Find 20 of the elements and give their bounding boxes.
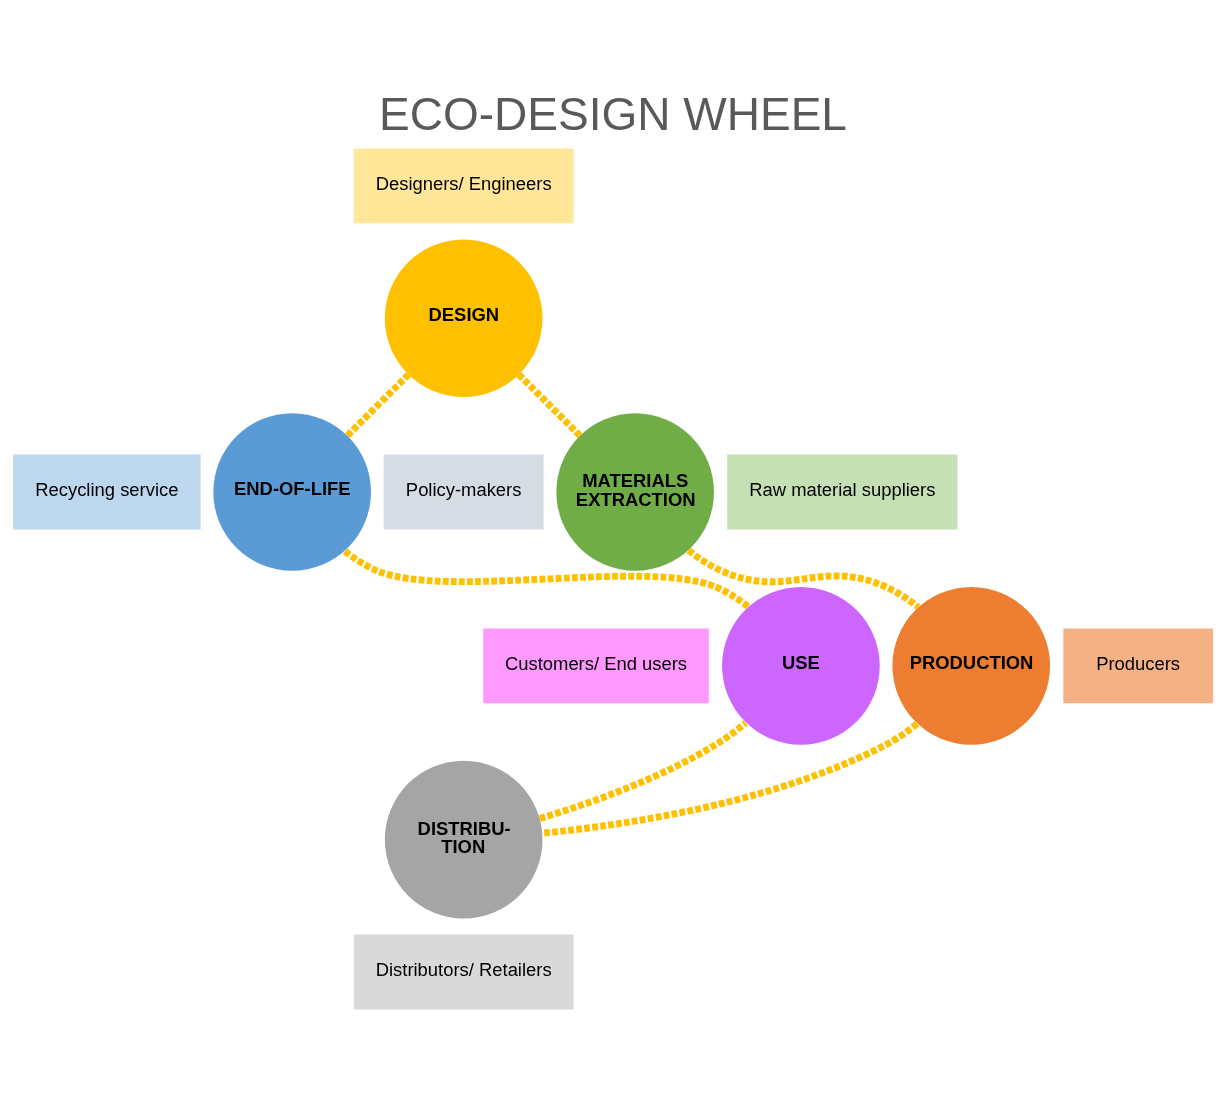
- node-circle: DESIGN: [384, 238, 543, 397]
- connector: [542, 720, 920, 837]
- node-circle: USE: [722, 586, 880, 745]
- node-circle: MATERIALS EXTRACTION: [556, 412, 714, 571]
- node-box: Customers/ End users: [483, 627, 709, 703]
- connector: [686, 547, 921, 610]
- node-box: Distributors/ Retailers: [353, 934, 574, 1009]
- node-circle: DISTRIBU- TION: [384, 760, 543, 918]
- connector: [345, 371, 411, 438]
- connector: [516, 371, 583, 438]
- diagram-title: ECO-DESIGN WHEEL: [379, 87, 847, 140]
- node-box: Raw material suppliers: [727, 454, 958, 529]
- connector: [538, 719, 748, 822]
- node-circle: END-OF-LIFE: [213, 412, 371, 571]
- node-circle: PRODUCTION: [892, 586, 1051, 745]
- node-box: Designers/ Engineers: [353, 147, 574, 223]
- node-box: Recycling service: [13, 454, 201, 529]
- node-box: Policy-makers: [383, 454, 544, 529]
- connector: [342, 547, 751, 609]
- node-box: Producers: [1063, 627, 1213, 703]
